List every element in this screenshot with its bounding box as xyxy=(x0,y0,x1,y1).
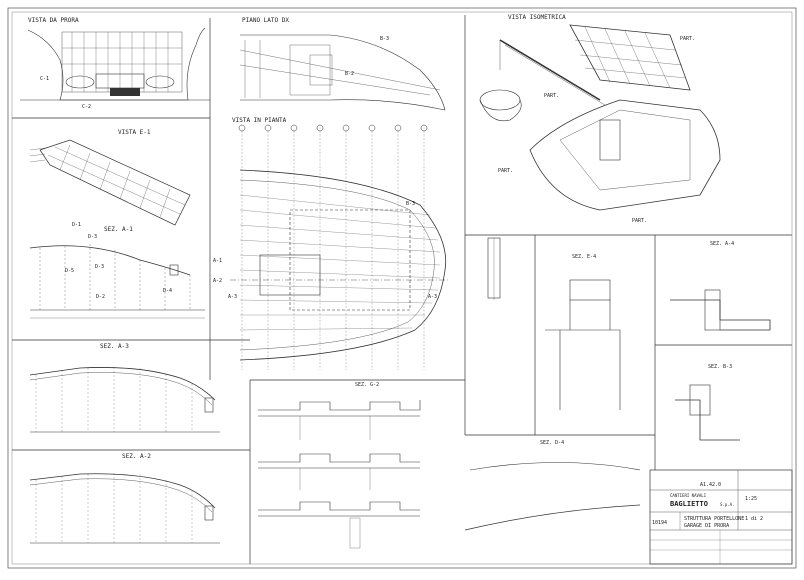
callout-d2: D-2 xyxy=(96,294,105,300)
bottom-center-sections xyxy=(258,400,421,549)
plan-view-title: VISTA IN PIANTA xyxy=(232,117,287,124)
callout-a1: A-1 xyxy=(213,258,222,264)
title-scale: 1:25 xyxy=(745,496,757,502)
plan-view: VISTA IN PIANTA A-1 A-2 A-3 A-3 B-3 xyxy=(213,117,450,370)
title-line-2: GARAGE DI PRORA xyxy=(684,523,729,529)
title-company: CANTIERI NAVALI xyxy=(670,493,707,498)
callout-b2: B-2 xyxy=(345,71,354,77)
callout-part-1: PART. xyxy=(680,36,695,42)
title-brand: BAGLIETTO xyxy=(670,500,708,508)
title-spa: S.p.A. xyxy=(720,502,734,507)
section-d4-title: SEZ. D-4 xyxy=(540,440,564,446)
title-drawing-no: 10194 xyxy=(652,520,667,526)
view-e1: VISTA E-1 xyxy=(29,129,191,226)
callout-d4: D-4 xyxy=(163,288,172,294)
callout-a3-right: A-3 xyxy=(428,294,437,300)
title-line-1: STRUTTURA PORTELLONE xyxy=(684,516,744,522)
detail-sections-right: SEZ. E-4 SEZ. A-4 SEZ. B-3 SEZ. G-2 SEZ.… xyxy=(355,237,771,531)
callout-d3-mid: D-3 xyxy=(95,264,104,270)
sheet-inner-border xyxy=(11,11,793,565)
section-a3-title: SEZ. A-3 xyxy=(100,343,129,350)
callout-a2: A-2 xyxy=(213,278,222,284)
title-sheet: 1 di 2 xyxy=(745,516,763,522)
section-a2: SEZ. A-2 xyxy=(29,453,220,544)
section-a1-title: SEZ. A-1 xyxy=(104,226,133,233)
callout-d3-top: D-3 xyxy=(88,234,97,240)
callout-c1: C-1 xyxy=(40,76,49,82)
isometric-view-title: VISTA ISOMETRICA xyxy=(508,14,566,21)
section-a2-title: SEZ. A-2 xyxy=(122,453,151,460)
callout-c2: C-2 xyxy=(82,104,91,110)
callout-b3-top: B-3 xyxy=(380,36,389,42)
callout-b3-plan: B-3 xyxy=(406,201,415,207)
callout-part-2: PART. xyxy=(544,93,559,99)
isometric-view: VISTA ISOMETRICA PART. PART. PART. PART. xyxy=(479,14,721,224)
callout-d5: D-5 xyxy=(65,268,74,274)
section-a4-title: SEZ. A-4 xyxy=(710,241,734,247)
side-view-title: PIANO LATO DX xyxy=(242,17,289,24)
title-revision: A1.42.0 xyxy=(700,482,721,488)
sheet-border xyxy=(7,7,797,569)
front-view: VISTA DA PRORA C-1 C-2 xyxy=(20,17,210,110)
title-block: CANTIERI NAVALI BAGLIETTO S.p.A. 10194 S… xyxy=(649,469,793,565)
callout-part-4: PART. xyxy=(632,218,647,224)
section-g2-title: SEZ. G-2 xyxy=(355,382,379,388)
section-b3-title: SEZ. B-3 xyxy=(708,364,732,370)
panel-dividers xyxy=(12,15,792,564)
callout-part-3: PART. xyxy=(498,168,513,174)
section-a3: SEZ. A-3 xyxy=(29,343,220,433)
section-a1: SEZ. A-1 D-1 D-3 D-5 D-3 D-2 D-4 xyxy=(29,222,205,319)
front-view-title: VISTA DA PRORA xyxy=(28,17,79,24)
section-e4-title: SEZ. E-4 xyxy=(572,254,596,260)
callout-a3-left: A-3 xyxy=(228,294,237,300)
callout-d1: D-1 xyxy=(72,222,81,228)
view-e1-title: VISTA E-1 xyxy=(118,129,151,136)
side-view: PIANO LATO DX B-3 B-2 xyxy=(239,17,446,111)
